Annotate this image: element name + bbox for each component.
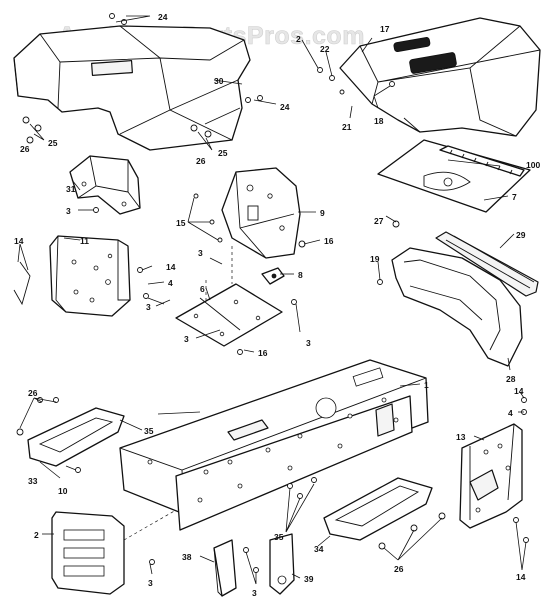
callout-2-bottom: 2 (34, 530, 39, 540)
callout-3-bottomleft: 3 (148, 578, 153, 588)
callout-24-top: 24 (158, 12, 168, 22)
callout-26-topleft: 26 (20, 144, 30, 154)
callout-14-bottomright: 14 (516, 572, 526, 582)
callout-26-mid: 26 (196, 156, 206, 166)
callout-39: 39 (304, 574, 314, 584)
callout-14-right: 14 (514, 386, 524, 396)
clip-8-part (261, 267, 285, 285)
callout-2-top: 2 (296, 34, 301, 44)
callout-33: 33 (28, 476, 38, 486)
callout-4-mid: 4 (168, 278, 173, 288)
front-bracket-2-part (51, 509, 177, 595)
callout-3-left: 3 (146, 302, 151, 312)
grille-housing-28-part (391, 247, 523, 367)
callout-34: 34 (314, 544, 324, 554)
callout-3-upper: 3 (198, 248, 203, 258)
hood-pan-7-part (377, 139, 531, 213)
bracket-38-part (213, 539, 237, 597)
callout-9: 9 (320, 208, 325, 218)
callout-3-bottom: 3 (252, 588, 257, 598)
fasteners (16, 13, 529, 573)
callout-29: 29 (516, 230, 526, 240)
leader-lines (17, 15, 527, 585)
callout-11: 11 (80, 236, 89, 246)
callout-38: 38 (182, 552, 192, 562)
fender-dash-cover-part (13, 25, 251, 151)
callout-3-plate: 3 (184, 334, 189, 344)
callout-25-left: 25 (48, 138, 58, 148)
callout-10: 10 (58, 486, 68, 496)
callout-8: 8 (298, 270, 303, 280)
callout-14-mid: 14 (166, 262, 176, 272)
callout-21: 21 (342, 122, 352, 132)
callout-19: 19 (370, 254, 380, 264)
callout-35-bottom: 35 (274, 532, 284, 542)
bracket-31-part (69, 155, 141, 215)
callout-16-upper: 16 (324, 236, 334, 246)
strip-100-part (439, 145, 525, 177)
right-footrest-34-part (323, 477, 433, 541)
callout-26-bottom: 26 (394, 564, 404, 574)
callout-35-left: 35 (144, 426, 154, 436)
callout-17: 17 (380, 24, 390, 34)
left-side-panel-11-part (13, 235, 131, 317)
callout-6: 6 (200, 284, 205, 294)
callout-15: 15 (176, 218, 186, 228)
callout-27: 27 (374, 216, 384, 226)
left-footrest-33-part (27, 407, 125, 467)
main-frame-1-part (119, 359, 429, 531)
callout-25-mid: 25 (218, 148, 228, 158)
callout-1: 1 (424, 380, 429, 390)
callout-14-left: 14 (14, 236, 24, 246)
callout-3-bracket: 3 (66, 206, 71, 216)
callout-100: 100 (526, 160, 540, 170)
callout-30: 30 (214, 76, 224, 86)
callout-28: 28 (506, 374, 516, 384)
callout-3-right: 3 (306, 338, 311, 348)
callout-22: 22 (320, 44, 330, 54)
bracket-39-part (269, 533, 295, 595)
dash-panel-9-part (221, 167, 301, 259)
right-side-panel-13-part (459, 423, 523, 529)
callout-7: 7 (512, 192, 517, 202)
callout-24-right: 24 (280, 102, 290, 112)
callout-26-footrest: 26 (28, 388, 38, 398)
callout-31: 31 (66, 184, 76, 194)
mounting-plate-6-part (175, 246, 283, 347)
grille-29-part (435, 231, 539, 297)
hood-17-part (339, 17, 541, 137)
callout-4-right: 4 (508, 408, 513, 418)
callout-16-lower: 16 (258, 348, 268, 358)
callout-18: 18 (374, 116, 384, 126)
callout-13: 13 (456, 432, 466, 442)
callout-labels: 24 30 24 25 26 26 25 2 22 17 18 21 100 7… (14, 12, 540, 598)
